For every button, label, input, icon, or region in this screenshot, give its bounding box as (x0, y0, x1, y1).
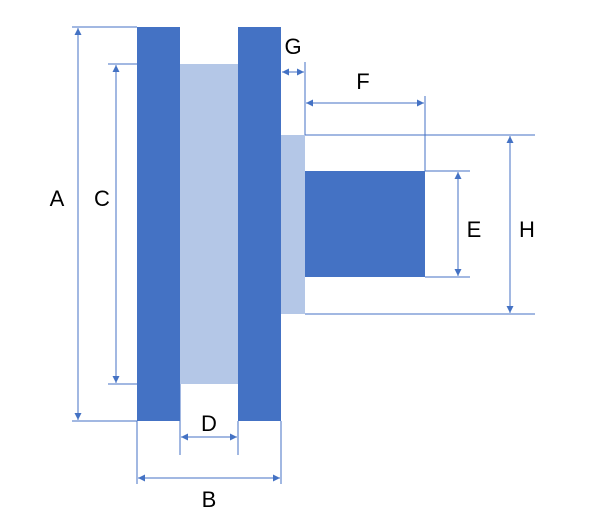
label-g: G (284, 34, 301, 59)
label-b: B (202, 487, 217, 512)
label-h: H (519, 217, 535, 242)
shaft (305, 171, 425, 277)
extension-lines (72, 26, 535, 484)
label-c: C (94, 186, 110, 211)
label-a: A (50, 186, 65, 211)
label-d: D (201, 411, 217, 436)
hub-core (180, 64, 238, 384)
label-e: E (467, 217, 482, 242)
right-flange (238, 27, 281, 421)
left-flange (137, 27, 180, 421)
label-f: F (356, 69, 369, 94)
shaft-shoulder (281, 135, 305, 314)
